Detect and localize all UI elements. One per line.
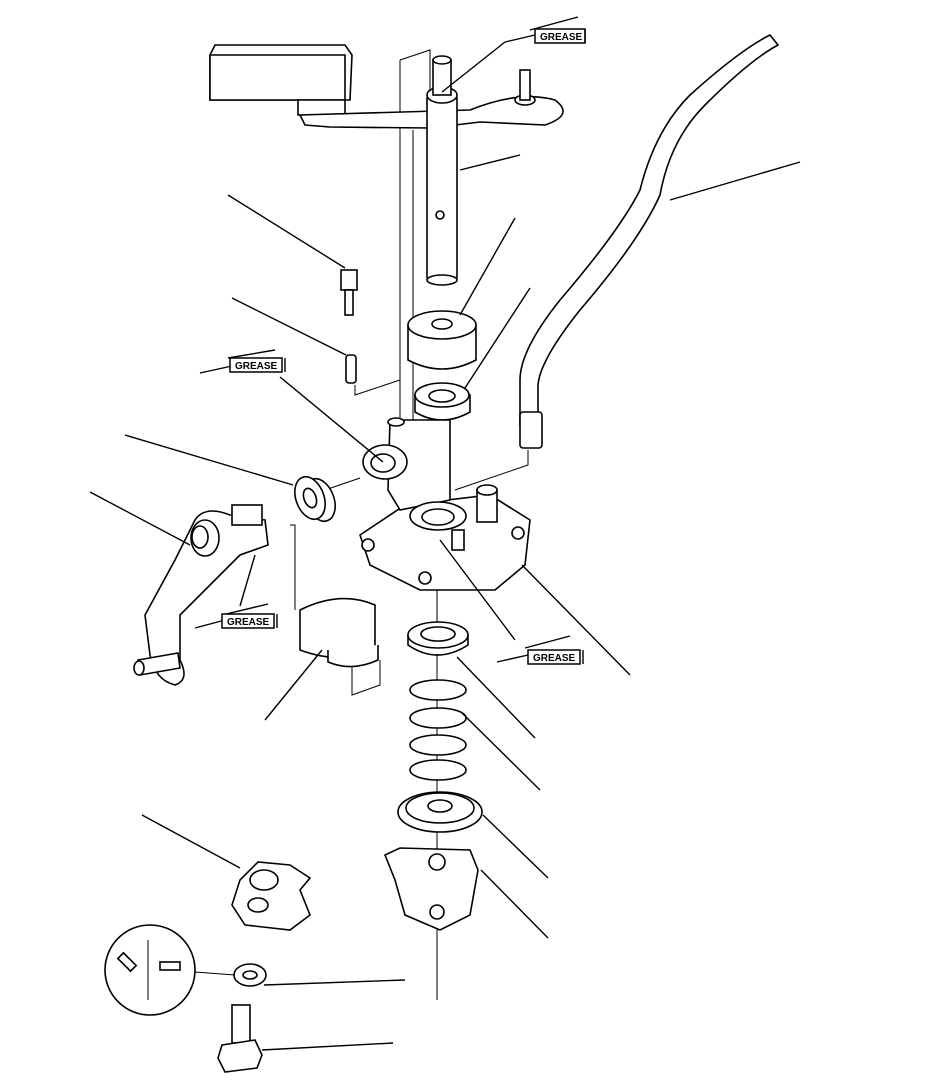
shaft: [426, 55, 458, 286]
spring-seat: [407, 621, 469, 656]
grease-label-1: GREASE: [441, 16, 586, 93]
main-housing: [359, 417, 531, 591]
throttle-handle-lever: [209, 44, 564, 129]
leader-lines: [89, 154, 801, 1051]
grease-label-text: GREASE: [235, 361, 278, 372]
grease-label-3: GREASE: [194, 554, 278, 629]
bearing-side: [294, 475, 336, 523]
lever-arm: [133, 504, 269, 686]
grease-label-text: GREASE: [227, 617, 270, 628]
throttle-cable: [519, 33, 780, 449]
grease-label-2: GREASE: [199, 349, 384, 463]
collar: [407, 310, 477, 370]
bolt-and-pin: [340, 269, 358, 384]
grease-label-text: GREASE: [540, 32, 583, 43]
sleeve: [299, 597, 379, 668]
washer-and-bolt: [217, 963, 267, 1073]
bracket: [383, 847, 479, 931]
bearing-upper: [414, 382, 471, 421]
cam-plate: [231, 861, 312, 931]
spring: [409, 679, 467, 781]
seal-washer: [397, 791, 483, 833]
detail-circle: [104, 924, 236, 1016]
grease-label-text: GREASE: [533, 653, 576, 664]
grease-label-4: GREASE: [439, 539, 584, 665]
